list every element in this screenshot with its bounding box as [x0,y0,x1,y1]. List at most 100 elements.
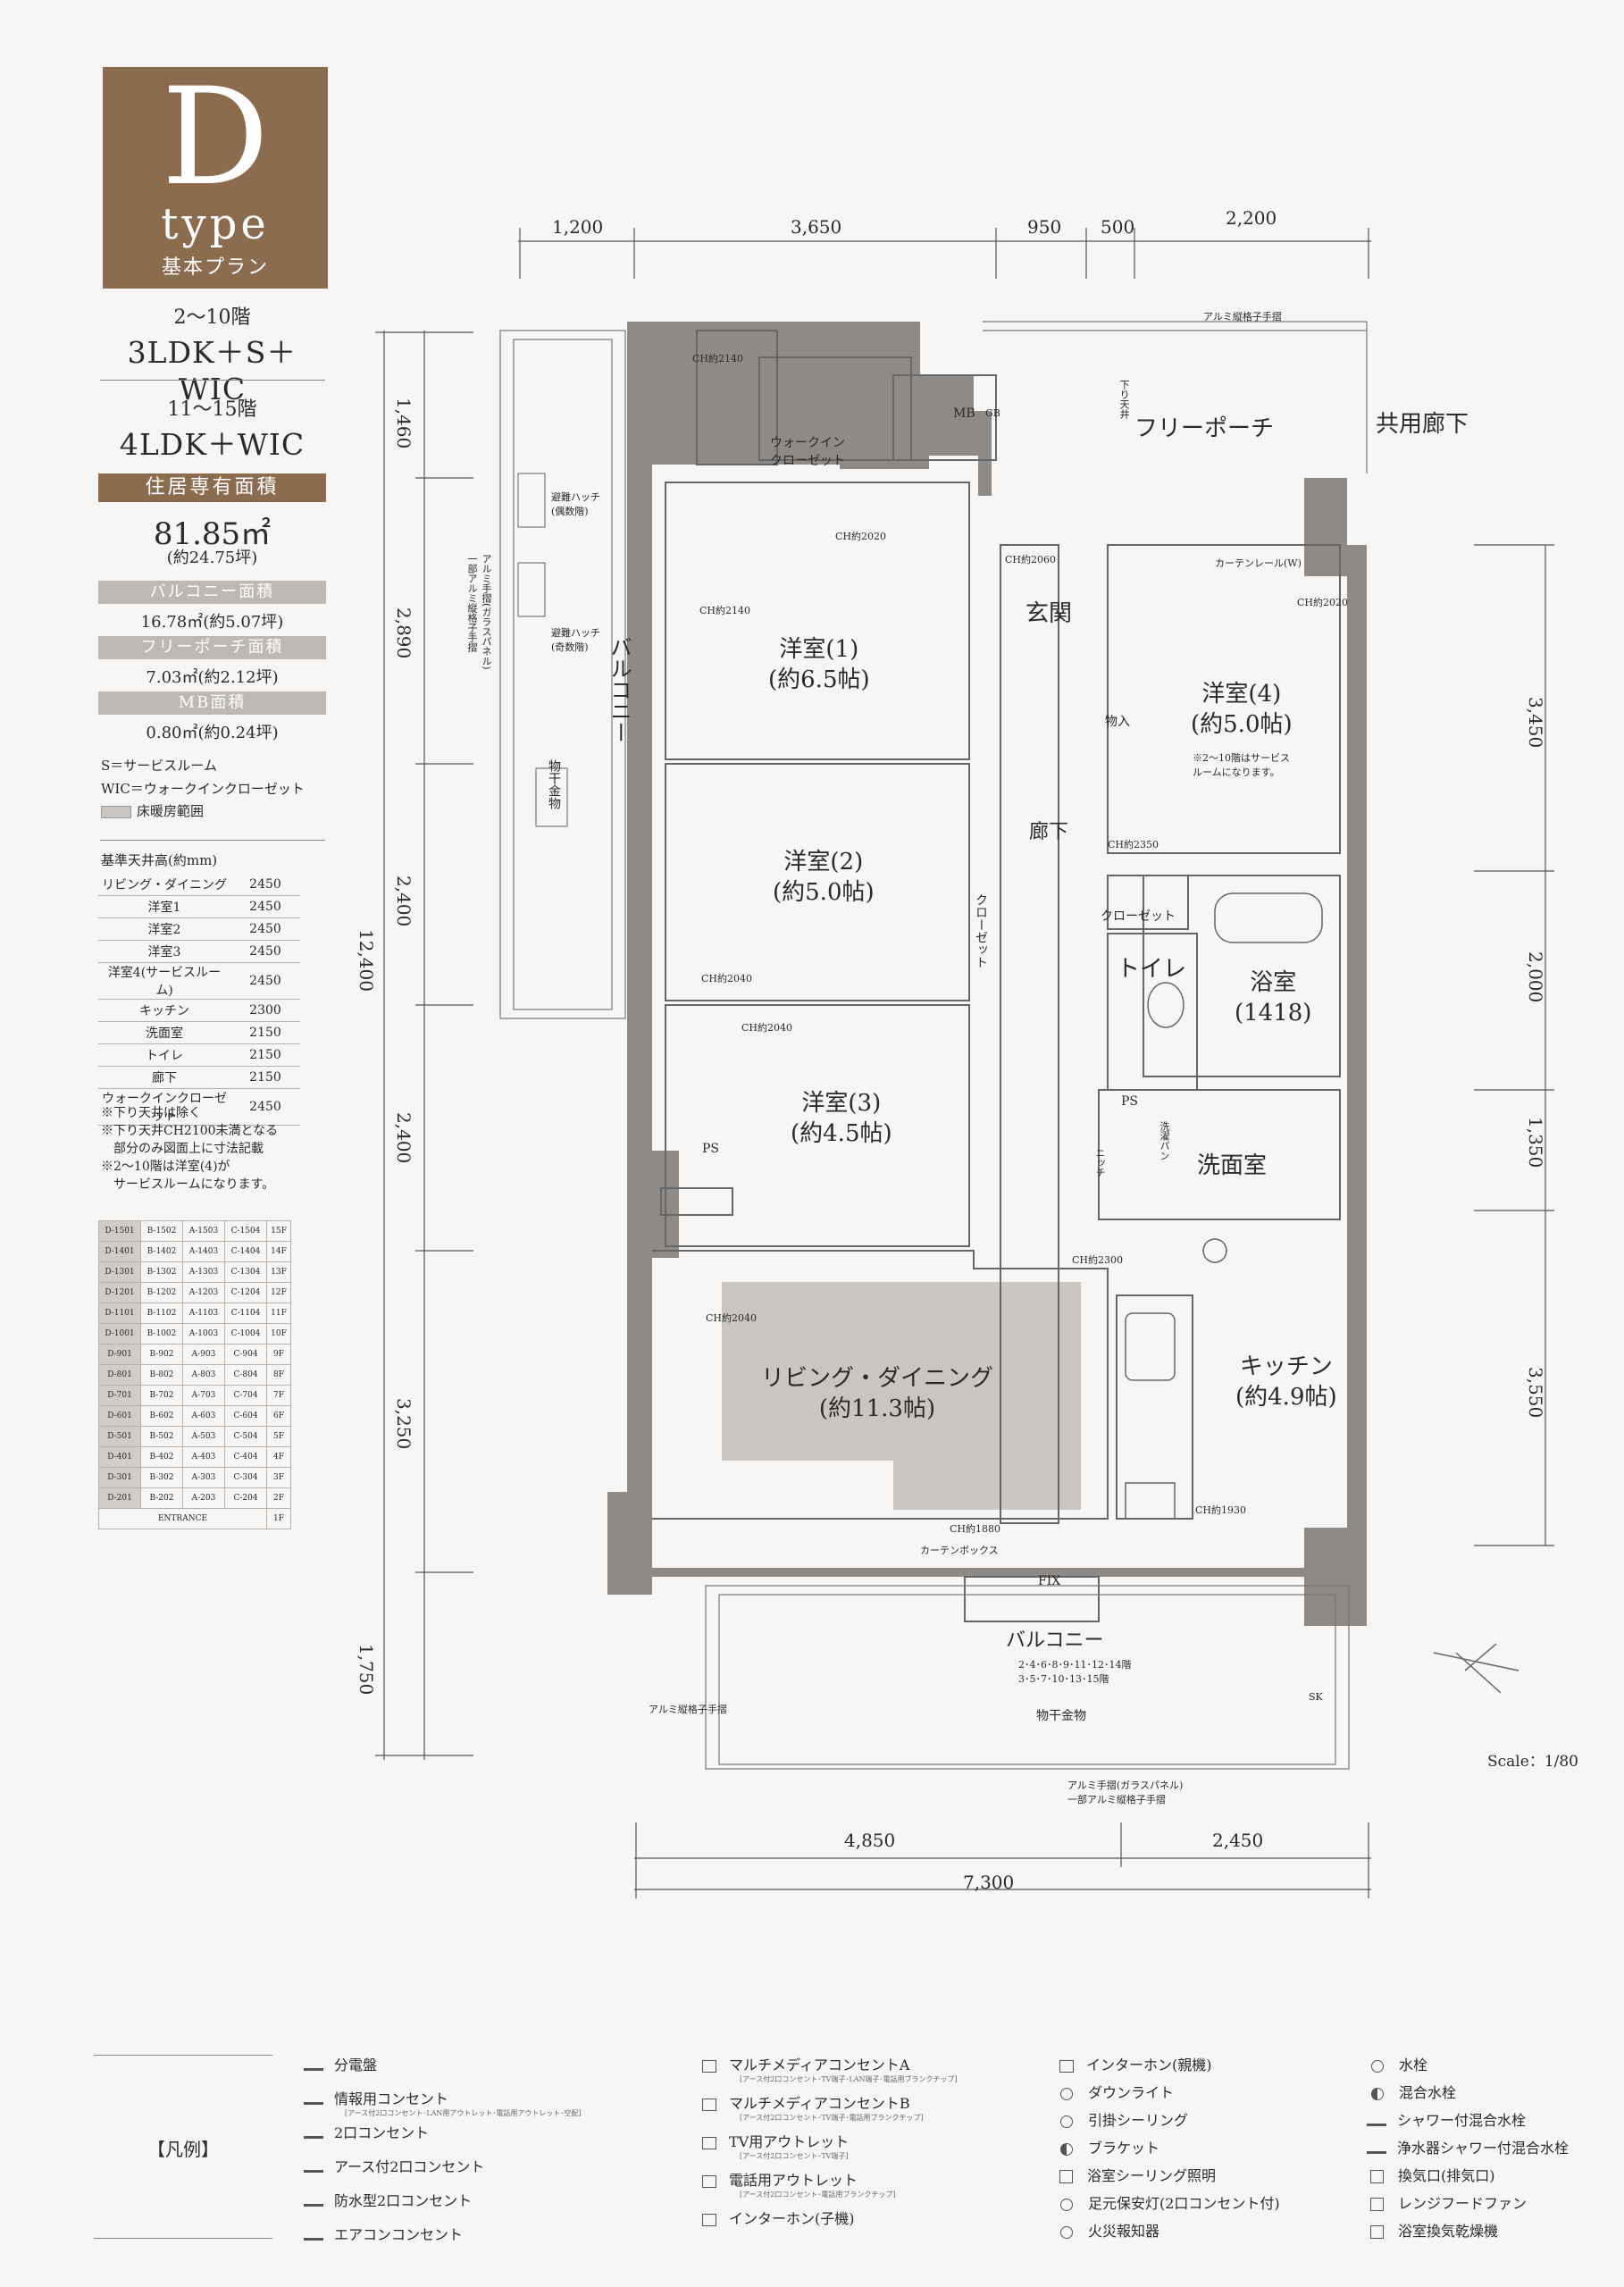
abbr-s: S＝サービスルーム [101,758,217,774]
entrance-label: ENTRANCE [98,1508,267,1529]
unit-number: D-601 [98,1405,141,1427]
legend-column-2: マルチメディアコンセントA[アース付2口コンセント･TV端子･LAN端子･電話用… [699,2053,958,2245]
legend-item: シャワー付混合水栓 [1367,2108,1569,2136]
ch-label: CH約2040 [701,973,753,984]
legend-label: 電話用アウトレット [729,2172,858,2189]
unit-number: B-502 [140,1426,183,1447]
unit-number: A-1003 [182,1323,225,1345]
room-toilet: トイレ [1117,956,1187,983]
fire-alarm-icon [1060,2225,1073,2239]
legend-column-4: 水栓混合水栓シャワー付混合水栓浄水器シャワー付混合水栓換気口(排気口)レンジフー… [1367,2053,1569,2247]
multimedia-a-icon [702,2059,716,2073]
bathtub [1214,892,1323,943]
unit-number: A-803 [182,1364,225,1386]
aircon-outlet-icon [304,2231,323,2241]
unit-number: D-901 [98,1344,141,1365]
dim-bottom-total: 7,300 [963,1872,1015,1893]
dimension-lines [375,228,1554,1898]
legend-item: 浄水器シャワー付混合水栓 [1367,2136,1569,2164]
scale-label: Scale：1/80 [1487,1753,1578,1771]
ceiling-height-value: 2300 [230,999,300,1022]
floor-number: 1F [266,1508,291,1529]
unit-number: B-902 [140,1344,183,1365]
ceiling-height-value: 2450 [230,917,300,941]
unit-number: A-1203 [182,1282,225,1303]
curtain-rail-label: カーテンレール(W) [1215,557,1302,569]
legend-item: ダウンライト [1056,2081,1280,2108]
ceiling-room-name: 洋室3 [98,940,230,963]
washer-drain [1202,1238,1227,1263]
kitchen-sink [1125,1312,1176,1381]
room-storage: 物入 [1105,715,1130,729]
multimedia-b-icon [702,2098,716,2111]
unit-number: B-802 [140,1364,183,1386]
plan-type-b: 4LDK＋WIC [119,427,306,462]
ch-label: CH約2040 [706,1312,758,1324]
dim-top-5: 2,200 [1226,207,1277,229]
phone-outlet-icon [702,2174,716,2188]
wall-column-sw [607,1492,652,1595]
rail-note-top: アルミ縦格子手摺 [1203,311,1282,323]
unit-number: C-804 [224,1364,267,1386]
legend-label: 混合水栓 [1399,2084,1457,2101]
legend-label: 2口コンセント [334,2124,430,2141]
unit-number: C-604 [224,1405,267,1427]
room-closet-vertical: クローゼット [974,893,988,968]
room-western-3: 洋室(3) (約4.5帖) [791,1090,892,1147]
rail-note-bottom-left: アルミ縦格子手摺 [649,1704,727,1715]
legend-item: 2口コンセント [304,2121,582,2155]
ceiling-room-name: キッチン [98,999,230,1022]
floor-number: 8F [266,1364,291,1386]
unit-number: C-1304 [224,1261,267,1283]
unit-number: D-1501 [98,1220,141,1242]
unit-number: B-702 [140,1385,183,1406]
balcony-railings [499,321,1368,1770]
floor-number: 13F [266,1261,291,1283]
wall-north-west [627,322,992,1546]
legend-column-3: インターホン(親機)ダウンライト引掛シーリングブラケット浴室シーリング照明足元保… [1056,2053,1280,2247]
room-wic: ウォークイン クローゼット [770,436,845,468]
earth-outlet-icon [304,2163,323,2173]
legend-item: 換気口(排気口) [1367,2164,1569,2191]
dim-left-3: 2,400 [393,875,414,927]
divider [94,2238,272,2239]
floor-heating-zone [722,1282,1081,1510]
floor-number: 9F [266,1344,291,1365]
ch-label: CH約2140 [692,353,744,364]
faucet-icon [1371,2059,1384,2073]
room-closet: クローゼット [1101,909,1176,924]
ceiling-note: ※2～10階は洋室(4)が [101,1160,230,1174]
legend-label: 火災報知器 [1088,2223,1160,2240]
type-word: type [161,199,270,249]
legend-item: ブラケット [1056,2136,1280,2164]
purifier-shower-icon [1367,2144,1386,2154]
ps-label: PS [1121,1094,1139,1109]
unit-number: B-1402 [140,1241,183,1262]
dim-bottom-1: 4,850 [844,1830,896,1851]
legend-item: アース付2口コンセント [304,2155,582,2189]
room-living-dining: リビング・ダイニング (約11.3帖) [761,1365,994,1422]
room-western-1: 洋室(1) (約6.5帖) [768,636,870,693]
room-entrance: 玄関 [1025,600,1073,627]
legend-label: レンジフードファン [1398,2195,1528,2212]
downlight-icon [1060,2087,1073,2100]
floor-number: 3F [266,1467,291,1488]
floors-range-a: 2～10階 [173,306,251,329]
legend-item: インターホン(親機) [1056,2053,1280,2081]
unit-number: D-1201 [98,1282,141,1303]
dim-top-3: 950 [1027,216,1062,238]
legend-label: 浄水器シャワー付混合水栓 [1397,2140,1570,2157]
ceiling-room-name: 洋室4(サービスルーム) [98,962,230,1000]
clothes-rod-label: 物干金物 [1036,1709,1086,1723]
legend-item: 電話用アウトレット[アース付2口コンセント･電話用ブランクチップ] [699,2168,958,2207]
living-area-value: 81.85㎡ [153,516,272,552]
ceiling-row: 洋室4(サービスルーム)2450 [98,962,300,1000]
dim-left-total: 12,400 [356,929,377,992]
divider [100,380,325,381]
